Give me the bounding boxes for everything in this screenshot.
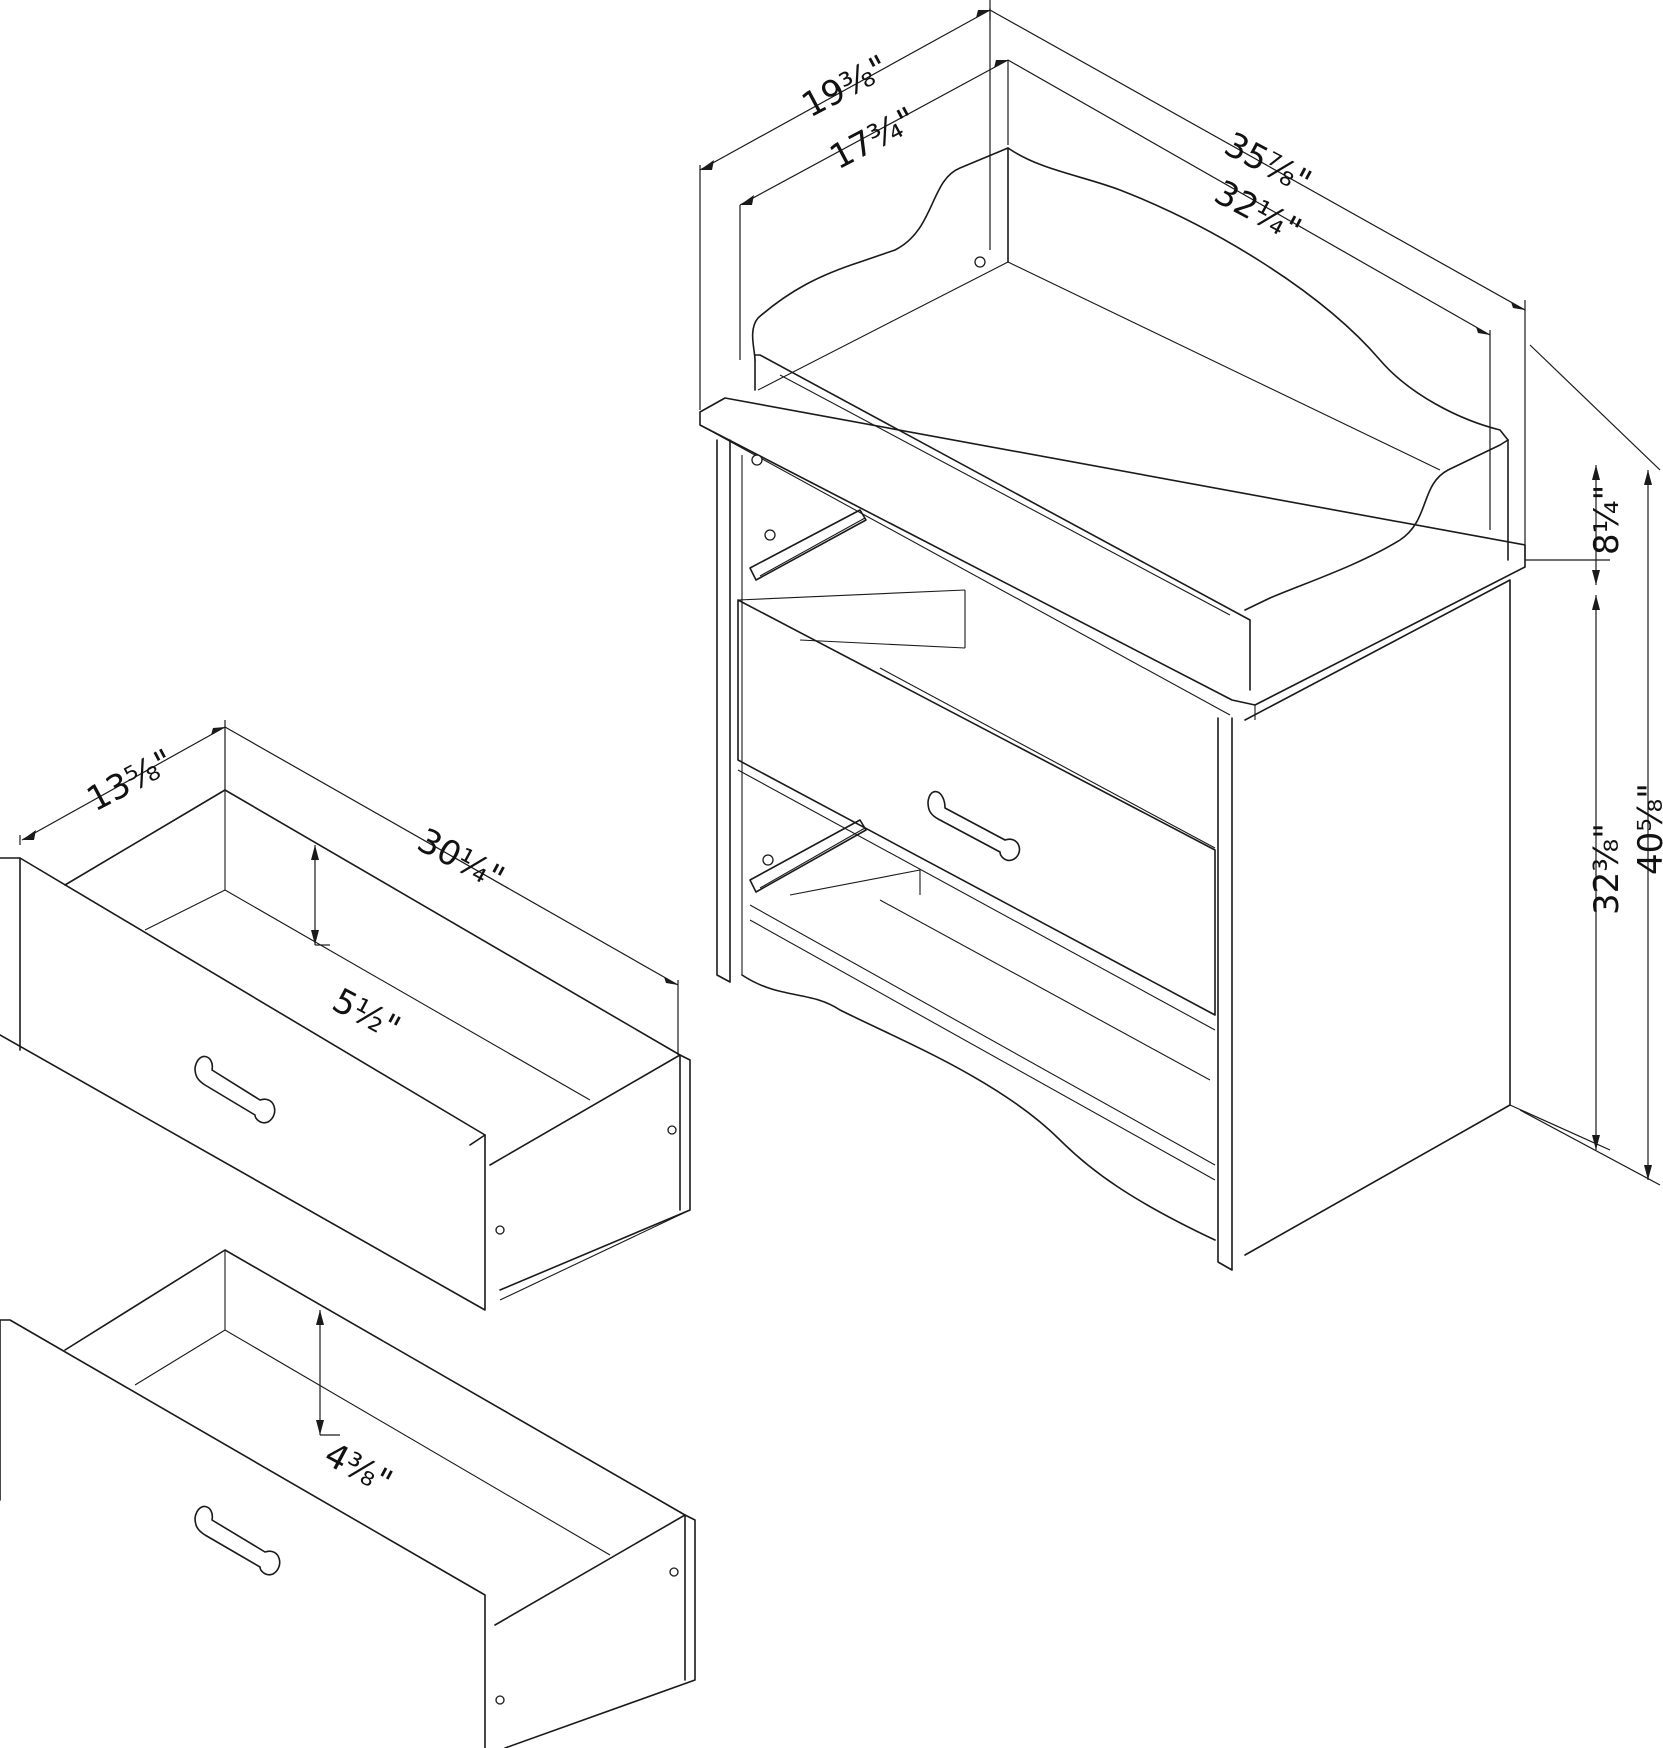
top-drawer (0, 789, 691, 1311)
label-drawer-width: 30¼" (411, 821, 511, 899)
back-rail (1007, 147, 1509, 441)
body-left-post (716, 439, 731, 983)
bottom-drawer-dimension-lines (316, 1310, 340, 1436)
changing-table (699, 147, 1526, 1271)
left-rail (751, 147, 1009, 361)
toe-kick (741, 974, 1216, 1241)
table-drawer-pull (927, 790, 1021, 862)
label-drawer-depth: 13⅝" (80, 742, 180, 820)
table-top-drawer (737, 599, 1216, 1016)
drawer-slide-top (749, 509, 867, 581)
top-moulding (699, 397, 1526, 706)
bottom-drawer (0, 1249, 696, 1748)
body-side-panel (1244, 579, 1511, 1256)
label-body-height: 32⅜" (1587, 823, 1627, 915)
table-dimension-lines (699, 0, 1661, 1186)
label-bottom-drawer-height: 4⅜" (318, 1435, 399, 1503)
drawer-slide-bottom (749, 819, 867, 893)
bottom-drawer-pull (194, 1505, 281, 1576)
label-total-height: 40⅝" (1631, 783, 1663, 875)
label-top-drawer-height: 5½" (326, 981, 407, 1049)
label-rail-height: 8¼" (1587, 485, 1627, 555)
top-drawer-dimension-lines (19, 720, 679, 1055)
right-rail (1244, 439, 1509, 611)
top-drawer-pull (194, 1055, 276, 1124)
body-front-post (1217, 717, 1233, 1271)
